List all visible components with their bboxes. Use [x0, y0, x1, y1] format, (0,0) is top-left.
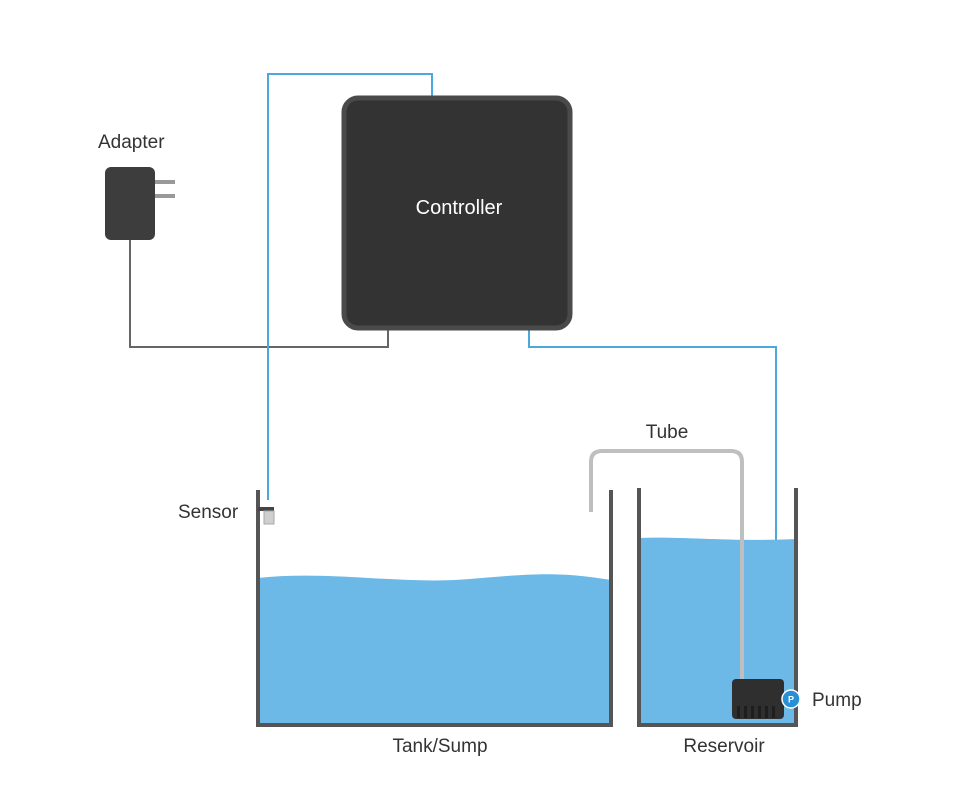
pump-badge-letter: P [788, 695, 794, 705]
tank-water [258, 574, 611, 725]
adapter-body [105, 167, 155, 240]
pump-badge-icon [781, 689, 801, 709]
pump-label: Pump [812, 690, 862, 711]
sensor: Sensor [178, 502, 275, 525]
tube: Tube [589, 422, 744, 682]
adapter-label: Adapter [98, 132, 165, 153]
sensor-signal-wire [267, 73, 433, 500]
pump-control-wire [528, 328, 777, 678]
adapter: Adapter [98, 132, 175, 240]
tank-label: Tank/Sump [392, 736, 487, 757]
reservoir-walls [637, 488, 798, 727]
tank-walls [256, 490, 613, 727]
tube-path [589, 449, 744, 682]
controller-body [341, 95, 573, 331]
wires [129, 73, 777, 678]
pump: P Pump [732, 679, 862, 719]
tube-label: Tube [646, 422, 689, 443]
controller-label: Controller [416, 197, 503, 219]
sensor-label: Sensor [178, 502, 239, 523]
reservoir-water [639, 537, 796, 725]
adapter-prong-bottom [155, 194, 175, 198]
sensor-probe [263, 510, 275, 525]
sensor-bracket [258, 507, 274, 511]
adapter-prong-top [155, 180, 175, 184]
reservoir: Reservoir [637, 488, 798, 757]
tank: Tank/Sump [256, 490, 613, 757]
controller: Controller [341, 95, 573, 331]
pump-fins [737, 706, 775, 718]
adapter-power-cable [129, 240, 389, 348]
reservoir-label: Reservoir [683, 736, 765, 757]
